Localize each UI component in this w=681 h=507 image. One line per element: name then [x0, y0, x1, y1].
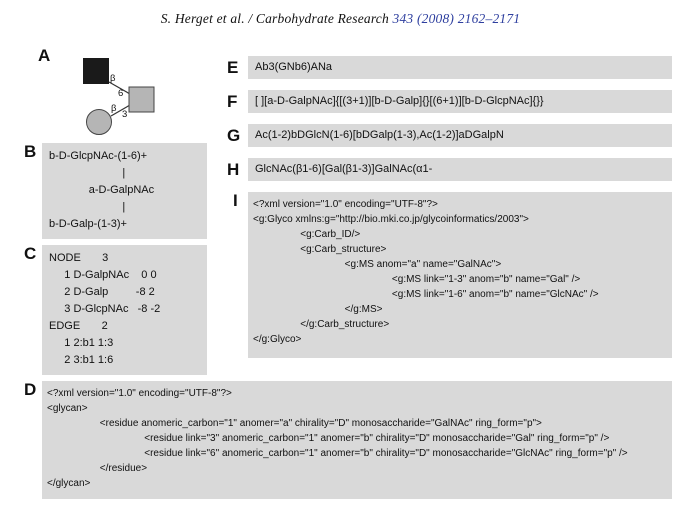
panel-a-label: A — [38, 46, 51, 65]
panel-a-glycan-diagram: β 6 β 3 — [83, 58, 155, 135]
linkage-line-beta-1-6 — [108, 81, 131, 95]
galnac-gray-square-icon — [128, 86, 155, 113]
panel-h-iupac-short-bar: GlcNAc(β1-6)[Gal(β1-3)]GalNAc(α1- — [248, 158, 672, 181]
linkage-line-beta-1-3 — [110, 104, 131, 117]
linkage-bottom-label: 3 — [122, 109, 127, 120]
gal-gray-circle-icon — [86, 109, 112, 135]
panel-f-linucs-bar: [ ][a-D-GalpNAc]{[(3+1)][b-D-Galp]{}[(6+… — [248, 90, 672, 113]
panel-b-label: B — [24, 142, 37, 161]
panel-h-label: H — [227, 160, 240, 179]
panel-e-label: E — [227, 58, 239, 77]
linkage-top-label: 6 — [118, 88, 123, 99]
panel-e-linearcode-bar: Ab3(GNb6)ANa — [248, 56, 672, 79]
glcnac-filled-square-icon — [83, 58, 109, 84]
anomer-top-label: β — [110, 73, 116, 84]
panel-f-label: F — [227, 92, 238, 111]
panel-i-glycoml-block: <?xml version="1.0" encoding="UTF-8"?> <… — [248, 192, 672, 358]
panel-i-label: I — [233, 191, 238, 210]
running-head-citation-link[interactable]: 343 (2008) 2162–2171 — [392, 11, 521, 26]
panel-c-kcf-block: NODE 3 1 D-GalpNAc 0 0 2 D-Galp -8 2 3 D… — [42, 245, 207, 375]
panel-c-label: C — [24, 244, 37, 263]
anomer-bottom-label: β — [111, 103, 117, 114]
running-head: S. Herget et al. / Carbohydrate Research… — [0, 11, 681, 27]
panel-d-xml-block: <?xml version="1.0" encoding="UTF-8"?> <… — [42, 381, 672, 499]
panel-g-label: G — [227, 126, 241, 145]
panel-d-label: D — [24, 380, 37, 399]
panel-g-notation-bar: Ac(1-2)bDGlcN(1-6)[bDGalp(1-3),Ac(1-2)]a… — [248, 124, 672, 147]
panel-b-condensed-iupac-block: b-D-GlcpNAc-(1-6)+ | a-D-GalpNAc | b-D-G… — [42, 143, 207, 239]
running-head-authors: S. Herget et al. / Carbohydrate Research — [160, 11, 393, 26]
